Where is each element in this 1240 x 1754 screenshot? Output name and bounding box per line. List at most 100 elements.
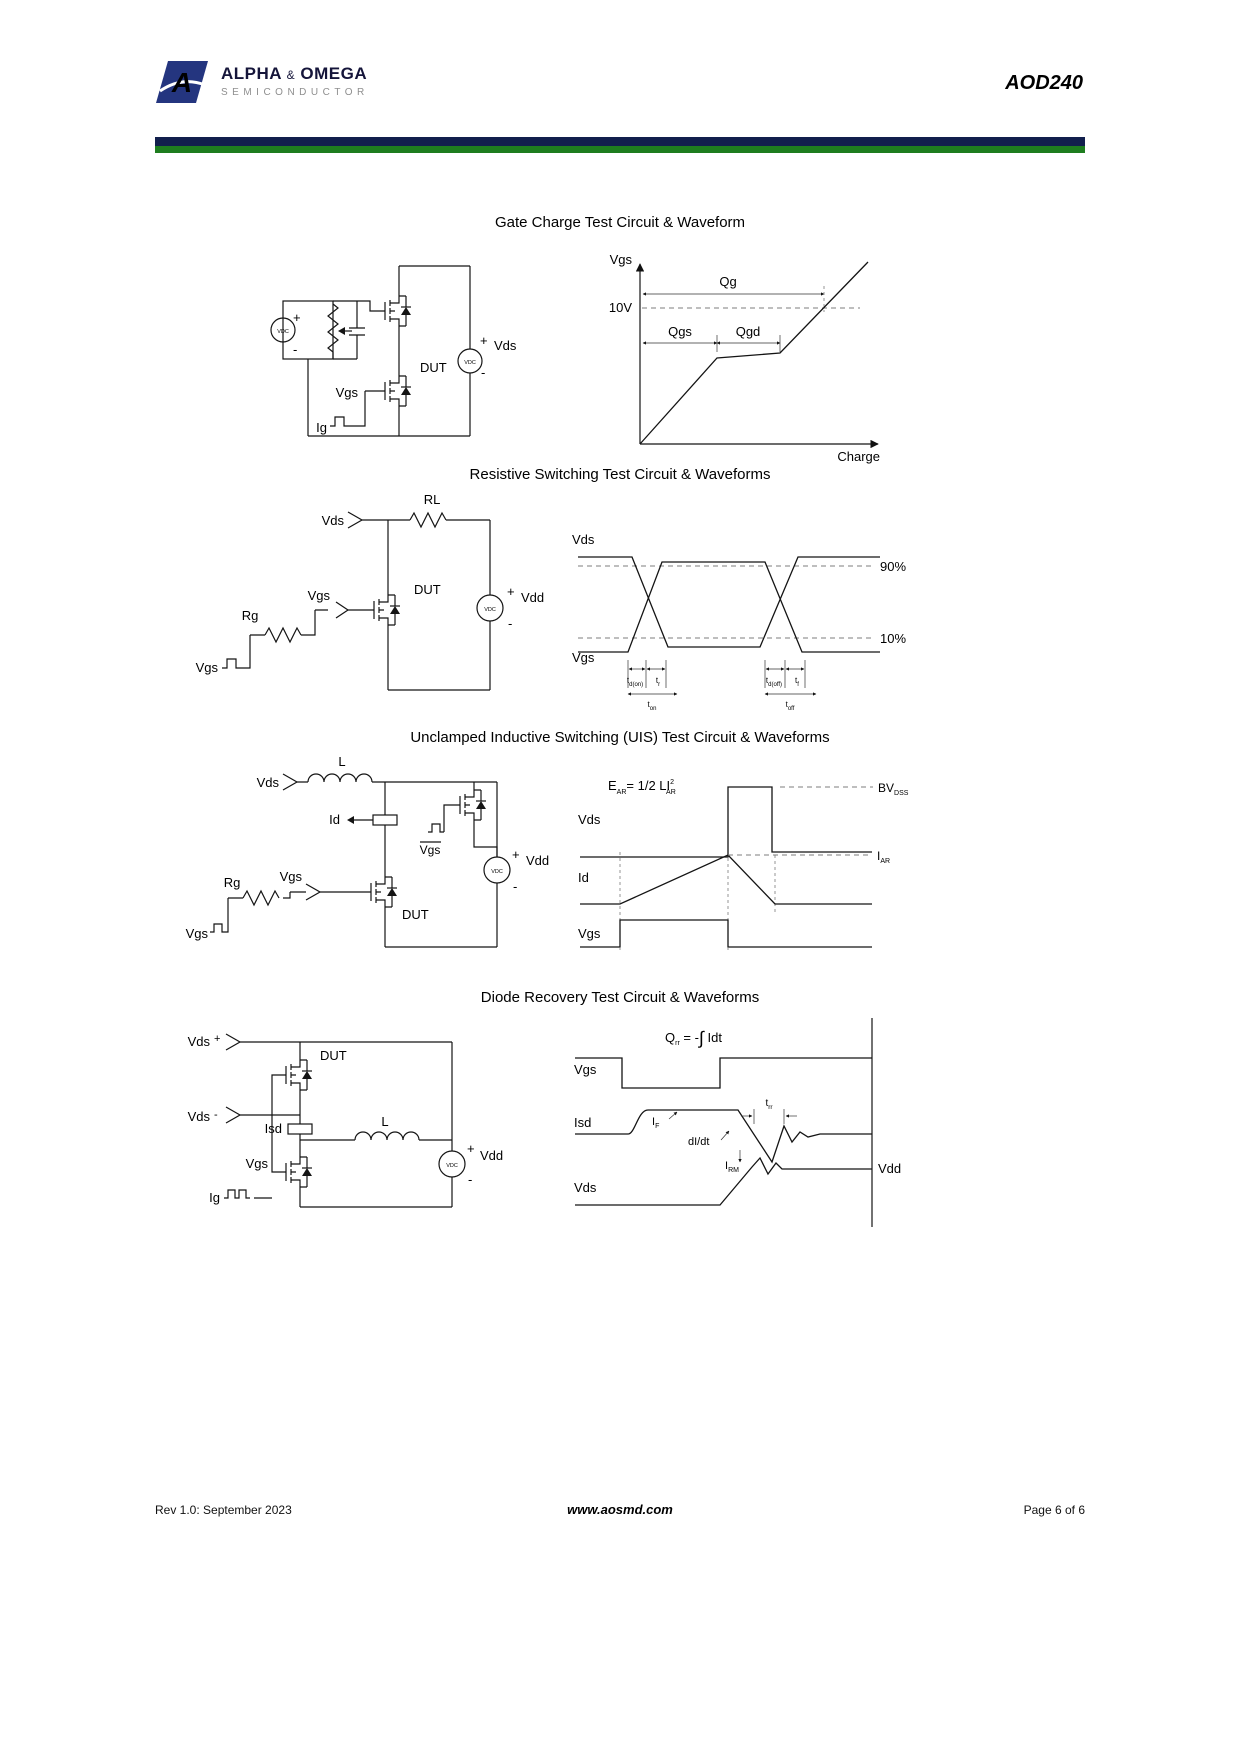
vgs-label: Vgs — [280, 869, 303, 884]
logo-mark: A — [156, 61, 208, 103]
header-bar-green — [155, 146, 1085, 153]
footer-website: www.aosmd.com — [567, 1502, 673, 1517]
dut-label: DUT — [320, 1048, 347, 1063]
isd-trace-label: Isd — [574, 1115, 591, 1130]
vds-input-label: Vds — [322, 513, 345, 528]
qg-label: Qg — [719, 274, 736, 289]
diode-recovery-waveform: Qrr = -∫ Idt Vgs Isd IF dI/dt IRM trr Vd… — [574, 1018, 901, 1227]
irm-label: IRM — [725, 1160, 739, 1174]
id-arrow — [347, 816, 354, 824]
vdc-source-label-1: VDC — [277, 329, 289, 335]
vdd-plus-label: + — [512, 847, 520, 862]
vgs-trace-label: Vgs — [574, 1062, 597, 1077]
ninety-percent-label: 90% — [880, 559, 906, 574]
vgs-source-label: Vgs — [196, 660, 219, 675]
vds-trace — [580, 786, 872, 858]
uis-circuit: L Vds Id DUT Vgs VDC + Vdd - Vgs Rg — [186, 754, 549, 948]
vgs-axis-label: Vgs — [610, 252, 633, 267]
qgd-label: Qgd — [736, 324, 761, 339]
vdc-source-label: VDC — [491, 869, 503, 875]
vds-trace — [578, 556, 880, 648]
vds-minus-label: - — [481, 365, 485, 380]
vds-trace-label: Vds — [574, 1180, 597, 1195]
vdc-source-label: VDC — [446, 1163, 458, 1169]
tf-label: tf — [795, 676, 799, 688]
vgs-label: Vgs — [336, 385, 359, 400]
rl-label: RL — [424, 492, 441, 507]
ten-percent-label: 10% — [880, 631, 906, 646]
diode-recovery-figure: Vds + DUT Vds - Isd Vgs Ig L VDC + Vdd - — [188, 1018, 901, 1227]
gate-charge-figure: + - VDC VDC + Vds - DUT Vgs Ig Vgs — [270, 252, 880, 464]
vdc-source-label-2: VDC — [464, 360, 476, 366]
inductor-label: L — [381, 1114, 388, 1129]
vgs-label: Vgs — [246, 1156, 269, 1171]
footer-page-number: Page 6 of 6 — [1023, 1503, 1085, 1517]
qgs-label: Qgs — [668, 324, 692, 339]
vdc-source-label: VDC — [484, 607, 496, 613]
dut-label: DUT — [402, 907, 429, 922]
ten-volt-label: 10V — [609, 300, 632, 315]
id-trace-label: Id — [578, 870, 589, 885]
id-label: Id — [329, 812, 340, 827]
brand-alpha: ALPHA — [221, 64, 282, 83]
brand-name: ALPHA & OMEGA — [221, 64, 369, 84]
brand-subtitle: SEMICONDUCTOR — [221, 87, 369, 98]
vds-minus-input-label: Vds — [188, 1109, 211, 1124]
isd-trace — [575, 1109, 872, 1164]
section-title-gate-charge: Gate Charge Test Circuit & Waveform — [494, 214, 746, 231]
didt-label: dI/dt — [688, 1136, 709, 1148]
vgs-trace — [578, 561, 880, 653]
lower-mosfet — [285, 1156, 313, 1188]
logo-letter: A — [171, 67, 192, 98]
ig-label: Ig — [316, 420, 327, 435]
isd-label: Isd — [265, 1121, 282, 1136]
dut-mosfet — [285, 1059, 313, 1091]
vdd-label: Vdd — [480, 1148, 503, 1163]
logo-swoosh — [159, 80, 206, 93]
vds-minus-sign: - — [214, 1109, 218, 1121]
resistive-waveform: Vds Vgs 90% 10% td(on) tr td(off) tf ton — [572, 532, 906, 712]
vds-plus-sign: + — [214, 1033, 220, 1045]
resistive-circuit: RL Vds DUT VDC + Vdd - Vgs Rg Vgs — [196, 492, 544, 691]
clamp-mosfet — [459, 789, 487, 821]
charge-axis-label: Charge — [837, 449, 880, 464]
vds-trace — [575, 1156, 872, 1206]
section-title-resistive: Resistive Switching Test Circuit & Wavef… — [469, 466, 771, 483]
gate-charge-waveform: Vgs Charge 10V Qg Qgs Qgd — [609, 252, 880, 464]
gate-charge-curve — [639, 261, 869, 445]
iar-label: IAR — [877, 849, 890, 865]
qrr-formula: Qrr = -∫ Idt — [665, 1028, 722, 1048]
current-arrow — [338, 327, 345, 335]
ton-label: ton — [648, 700, 657, 712]
battery-minus-label: - — [293, 342, 297, 357]
uis-figure: L Vds Id DUT Vgs VDC + Vdd - Vgs Rg — [186, 754, 909, 950]
vgs-source-label: Vgs — [186, 926, 209, 941]
vdd-label: Vdd — [521, 590, 544, 605]
vgs-trace-label: Vgs — [572, 650, 595, 665]
trr-label: trr — [765, 1098, 773, 1111]
section-title-uis: Unclamped Inductive Switching (UIS) Test… — [410, 729, 830, 746]
td-on-label: td(on) — [627, 676, 643, 688]
inductor-label: L — [338, 754, 345, 769]
vdd-minus-label: - — [513, 879, 517, 894]
vds-plus-input-label: Vds — [188, 1034, 211, 1049]
upper-mosfet — [384, 295, 412, 327]
dut-mosfet — [370, 876, 398, 908]
header-bar-navy — [155, 137, 1085, 146]
vds-trace-label: Vds — [578, 812, 601, 827]
section-title-diode-recovery: Diode Recovery Test Circuit & Waveforms — [480, 989, 760, 1006]
vdd-minus-label: - — [468, 1172, 472, 1187]
part-number: AOD240 — [1005, 72, 1083, 94]
toff-label: toff — [786, 700, 795, 712]
footer-revision: Rev 1.0: September 2023 — [155, 1503, 292, 1517]
vdd-label: Vdd — [526, 853, 549, 868]
brand-ampersand: & — [286, 68, 296, 82]
dut-mosfet — [384, 375, 412, 407]
bvdss-label: BVDSS — [878, 781, 909, 797]
company-logo: A ALPHA & OMEGA SEMICONDUCTOR — [155, 58, 369, 106]
tr-label: tr — [656, 676, 660, 688]
td-off-label: td(off) — [766, 676, 782, 688]
